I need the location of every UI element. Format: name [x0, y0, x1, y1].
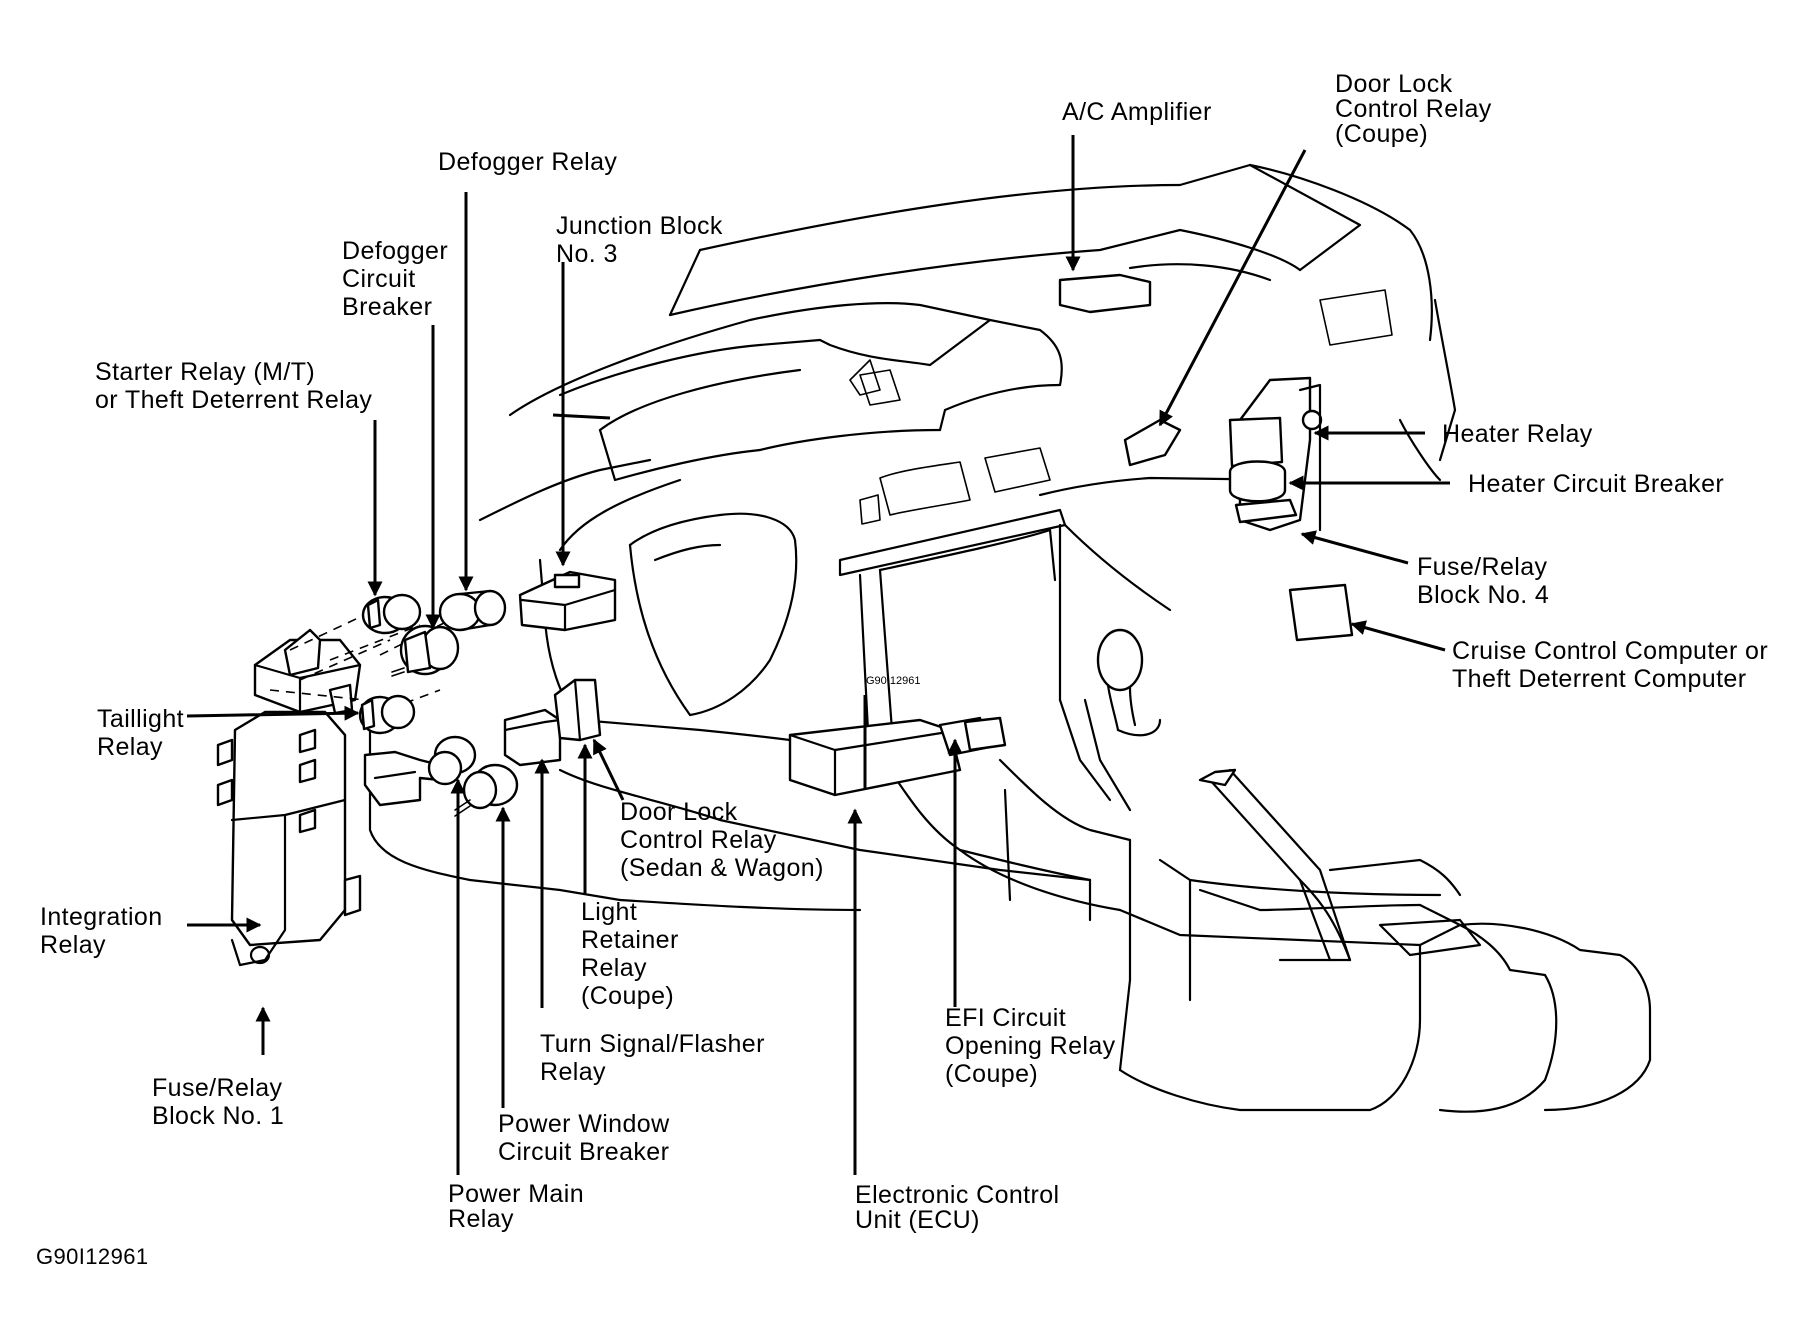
figure-id: G90I12961	[36, 1244, 149, 1269]
center-console	[888, 628, 1652, 1113]
power-window-circuit-breaker-label: Power Window Circuit Breaker	[498, 1110, 670, 1166]
junction-block-no-3-label: Junction Block No. 3	[556, 212, 723, 268]
dashboard-outline	[368, 163, 1457, 912]
turn-signal-flasher-relay-label: Turn Signal/Flasher Relay	[540, 1030, 765, 1086]
door-lock-coupe-relay	[1123, 418, 1182, 467]
fuse-relay-block-no-4-label: Fuse/Relay Block No. 4	[1417, 553, 1550, 609]
power-main-relay-label: Power Main Relay	[448, 1180, 584, 1233]
efi-circuit-opening-relay-label: EFI Circuit Opening Relay (Coupe)	[945, 1004, 1116, 1088]
ac-amplifier-label: A/C Amplifier	[1062, 98, 1212, 126]
starter-relay-label: Starter Relay (M/T) or Theft Deterrent R…	[95, 358, 373, 414]
left-relay-cluster	[216, 589, 602, 967]
fuse-relay-block-no-1-label: Fuse/Relay Block No. 1	[152, 1074, 285, 1130]
leader-arrows	[186, 135, 1450, 1175]
junction-block-3	[518, 570, 617, 632]
defogger-relay-label: Defogger Relay	[438, 148, 618, 176]
cruise-control-computer-label: Cruise Control Computer or Theft Deterre…	[1452, 637, 1769, 693]
door-lock-control-relay-sedan-label: Door Lock Control Relay (Sedan & Wagon)	[620, 798, 824, 882]
taillight-relay-label: Taillight Relay	[97, 705, 184, 761]
figure-stamp: G90I12961	[866, 675, 921, 687]
integration-relay-label: Integration Relay	[40, 903, 163, 959]
ac-amplifier-box	[1058, 273, 1152, 314]
heater-relay-label: Heater Relay	[1442, 420, 1593, 448]
door-lock-control-relay-coupe-label: Door Lock Control Relay (Coupe)	[1335, 70, 1492, 148]
defogger-circuit-breaker-label: Defogger Circuit Breaker	[342, 237, 449, 321]
light-retainer-relay-label: Light Retainer Relay (Coupe)	[581, 898, 679, 1010]
ecu-box	[788, 716, 1007, 797]
fuse-relay-block-4	[1228, 376, 1323, 532]
cruise-control-computer-box	[1288, 583, 1354, 642]
heater-circuit-breaker-label: Heater Circuit Breaker	[1468, 470, 1725, 498]
ecu-label: Electronic Control Unit (ECU)	[855, 1181, 1060, 1234]
